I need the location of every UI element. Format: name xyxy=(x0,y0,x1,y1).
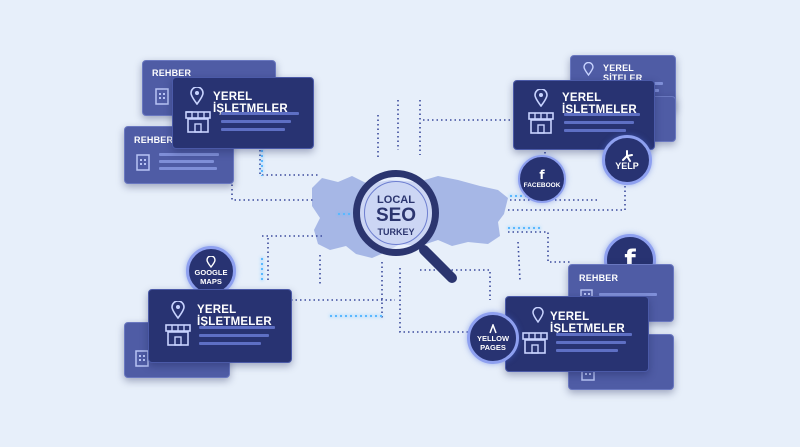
badge-line-1: YELLOW xyxy=(476,334,510,343)
facebook-icon: f xyxy=(624,245,636,275)
card-title: YEREL İŞLETMELER xyxy=(197,304,272,328)
text-line xyxy=(221,128,285,131)
facebook-badge[interactable]: f FACEBOOK xyxy=(518,155,566,203)
yelp-icon xyxy=(622,149,633,162)
facebook-icon: f xyxy=(539,167,545,182)
center-line-3: TURKEY xyxy=(377,227,415,237)
text-line xyxy=(556,341,626,344)
storefront-icon xyxy=(528,112,554,134)
badge-label: FACEBOOK xyxy=(523,181,561,189)
business-card-top-left: YEREL İŞLETMELER xyxy=(172,77,314,149)
text-line xyxy=(159,153,219,156)
card-label: REHBER xyxy=(152,68,192,78)
lens-ring xyxy=(364,181,428,245)
text-line xyxy=(599,293,657,296)
business-card-bottom-right: YEREL İŞLETMELER xyxy=(505,296,649,372)
google-maps-badge[interactable]: GOOGLE MAPS xyxy=(186,246,236,296)
badge-line-2: PAGES xyxy=(480,343,506,352)
card-title: YEREL İŞLETMELER xyxy=(550,311,625,335)
text-line xyxy=(199,334,269,337)
pin-icon xyxy=(534,89,548,107)
text-line xyxy=(564,121,634,124)
badge-line-1: GOOGLE xyxy=(194,268,228,277)
pin-icon xyxy=(190,87,204,105)
text-line xyxy=(556,333,632,336)
yellow-pages-badge[interactable]: YELLOW PAGES xyxy=(467,312,519,364)
badge-label: YELP xyxy=(615,160,639,171)
pin-icon xyxy=(532,307,544,323)
text-line xyxy=(221,112,299,115)
magnifier-handle xyxy=(419,245,457,283)
card-label: YEREL SİTELER xyxy=(603,63,643,83)
pin-icon xyxy=(171,301,185,319)
center-line-1: LOCAL xyxy=(377,194,415,206)
text-line xyxy=(159,167,217,170)
text-line xyxy=(159,160,214,163)
text-line xyxy=(564,113,640,116)
walking-fingers-icon xyxy=(489,324,497,334)
text-line xyxy=(564,129,626,132)
pin-icon xyxy=(206,256,216,268)
building-icon xyxy=(155,88,169,105)
business-card-bottom-left: YEREL İŞLETMELER xyxy=(148,289,292,363)
pin-icon xyxy=(583,62,594,76)
text-line xyxy=(199,342,261,345)
card-label: REHBER xyxy=(579,273,619,283)
badge-line-2: MAPS xyxy=(200,277,222,286)
magnifier-lens: LOCAL SEO TURKEY xyxy=(353,170,439,256)
text-line xyxy=(199,326,275,329)
storefront-icon xyxy=(522,332,548,354)
yelp-badge[interactable]: YELP xyxy=(602,135,652,185)
storefront-icon xyxy=(165,324,191,346)
center-line-2: SEO xyxy=(375,205,417,226)
text-line xyxy=(221,120,291,123)
business-card-top-right: YEREL İŞLETMELER xyxy=(513,80,655,150)
building-icon xyxy=(136,154,150,171)
storefront-icon xyxy=(185,111,211,133)
card-label: REHBER xyxy=(134,135,174,145)
text-line xyxy=(556,349,618,352)
